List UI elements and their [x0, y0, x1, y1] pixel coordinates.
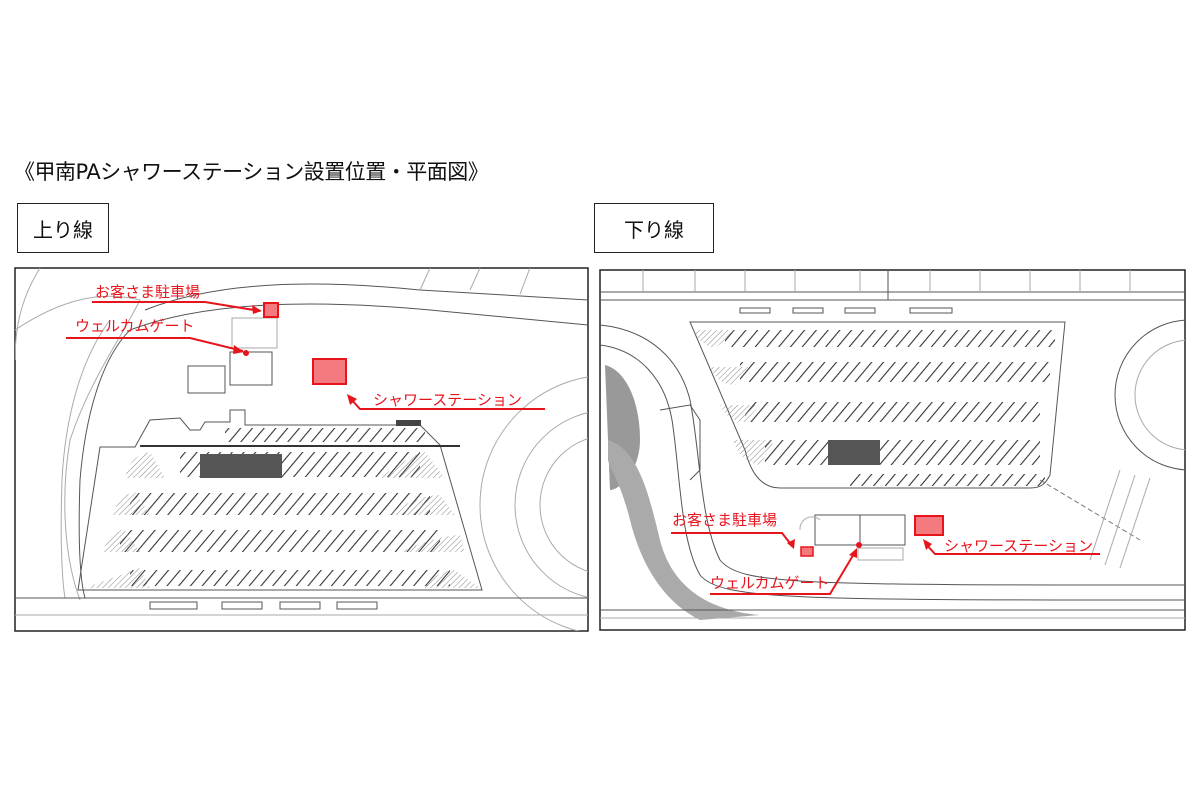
shop-building: [859, 514, 906, 546]
shop-building: [229, 351, 273, 386]
parking-annotation: お客さま駐車場: [95, 283, 200, 301]
outbound-plan: お客さま駐車場 ウェルカムゲート シャワーステーション: [599, 269, 1186, 631]
page-title: 《甲南PAシャワーステーション設置位置・平面図》: [14, 160, 489, 184]
parking-annotation: お客さま駐車場: [672, 511, 777, 529]
outbound-plan-drawing: [600, 270, 1185, 620]
shower-station-annotation: シャワーステーション: [944, 537, 1093, 555]
parking-arrow: [92, 301, 261, 312]
shower-station-marker: [312, 358, 347, 385]
inbound-line-label: 上り線: [17, 203, 109, 253]
inbound-plan: お客さま駐車場 ウェルカムゲート シャワーステーション: [14, 267, 589, 632]
shower-station-marker: [914, 515, 944, 536]
large-vehicle-parking: [200, 454, 282, 478]
welcome-gate-annotation: ウェルカムゲート: [75, 317, 195, 335]
welcome-gate-marker: [243, 350, 249, 356]
parking-marker: [800, 546, 814, 557]
restroom-building: [187, 365, 226, 394]
parking-marker: [263, 302, 279, 318]
welcome-gate-arrow: [66, 337, 244, 352]
outbound-line-label: 下り線: [594, 203, 714, 253]
shower-station-annotation: シャワーステーション: [373, 391, 522, 409]
inbound-plan-drawing: [15, 268, 588, 631]
welcome-gate-marker: [856, 542, 862, 548]
large-vehicle-parking: [828, 440, 880, 465]
welcome-gate-arrow: [710, 551, 856, 595]
welcome-gate-annotation: ウェルカムゲート: [710, 574, 830, 592]
